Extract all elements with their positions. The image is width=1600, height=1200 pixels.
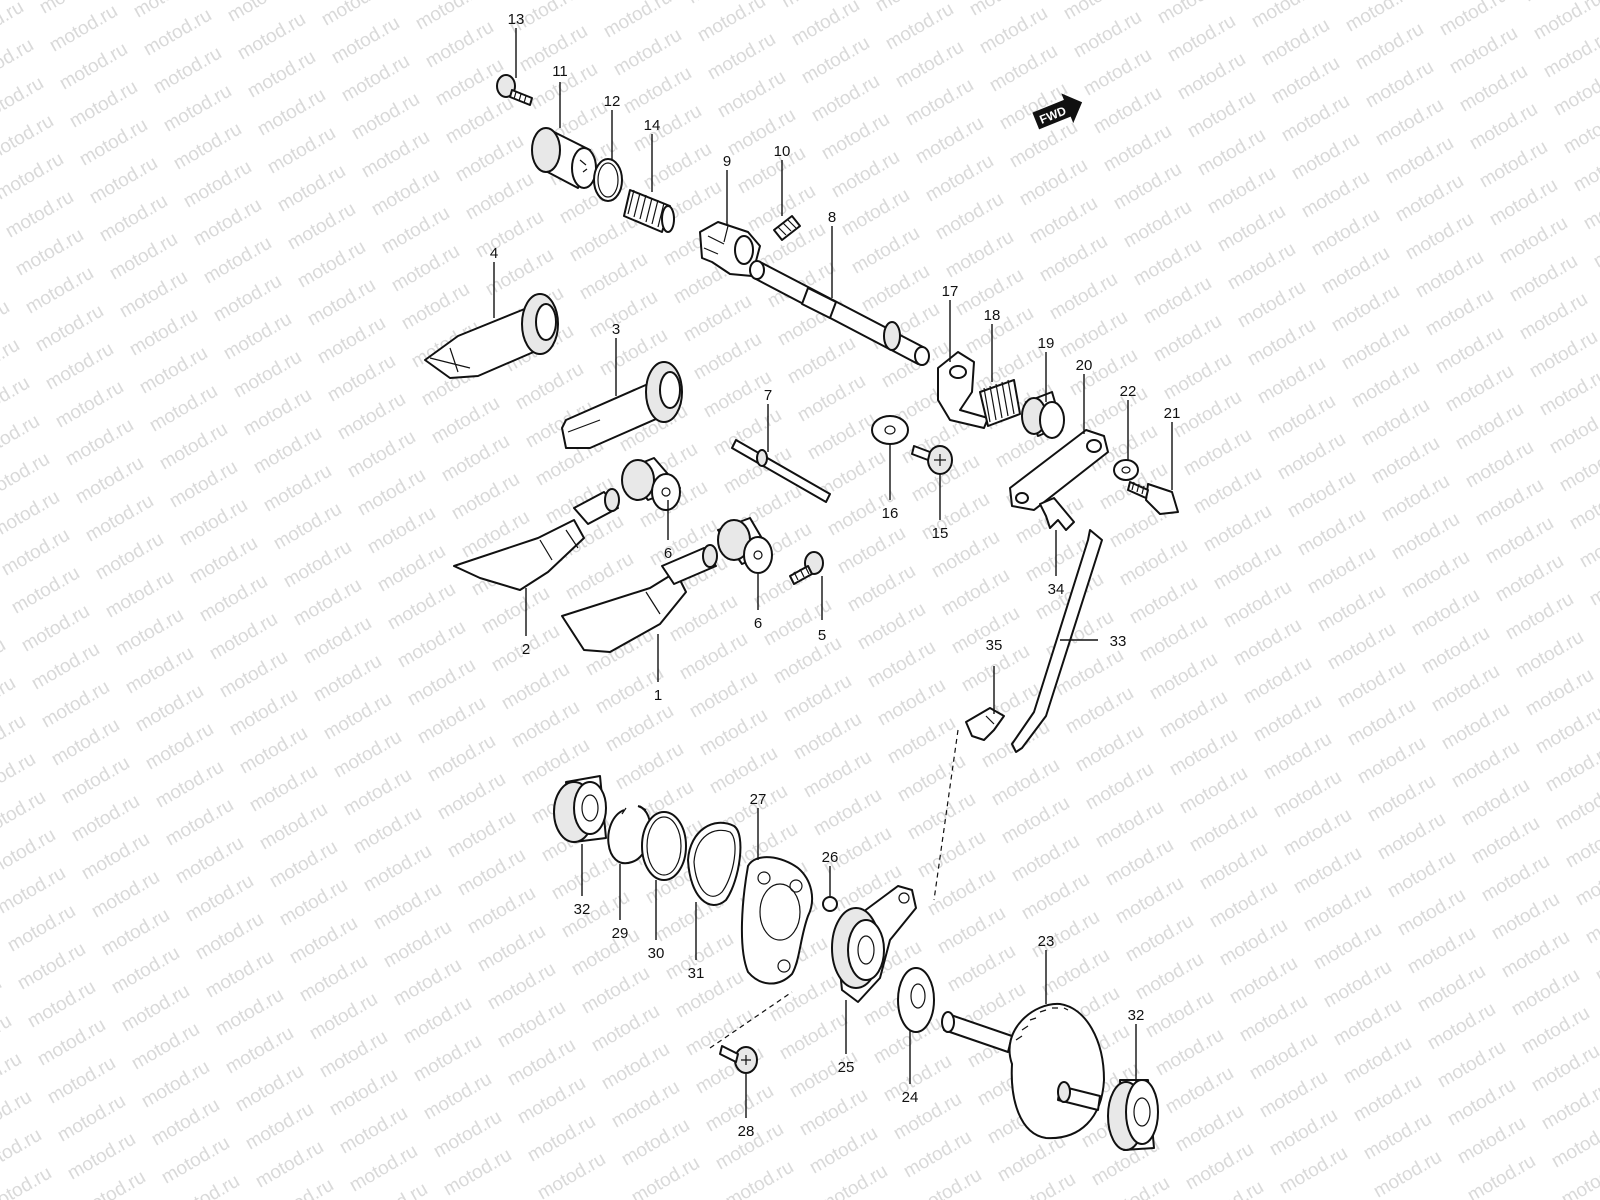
callout-c20: 20 (1076, 357, 1093, 374)
callout-c21: 21 (1164, 405, 1181, 422)
part-8-shaft (749, 260, 930, 366)
part-32-bearing-right (1107, 1079, 1159, 1151)
part-23-gear-shaft (941, 1002, 1105, 1140)
part-9-bracket (699, 221, 761, 277)
callout-c6a: 6 (664, 545, 672, 562)
part-25-cam (831, 885, 917, 1003)
part-6-collar-lower (717, 517, 773, 574)
part-15-screw (911, 445, 953, 475)
part-6-collar-upper (621, 457, 681, 511)
callout-c25: 25 (838, 1059, 855, 1076)
part-30-o-ring (641, 811, 687, 881)
callout-c31: 31 (688, 965, 705, 982)
callout-c33: 33 (1110, 633, 1127, 650)
part-33-rod (1011, 529, 1103, 753)
watermark-text: motod.ru (0, 1163, 55, 1200)
callout-c15: 15 (932, 525, 949, 542)
leader-lines (493, 28, 1173, 1118)
part-1-valve-blade (561, 544, 718, 653)
callout-c29: 29 (612, 925, 629, 942)
callout-c12: 12 (604, 93, 621, 110)
callout-c35: 35 (986, 637, 1003, 654)
callout-c24: 24 (902, 1089, 919, 1106)
callout-c2: 2 (522, 641, 530, 658)
part-27-plate (740, 856, 814, 985)
part-19-collar (1021, 391, 1065, 439)
part-2-valve-blade (453, 488, 620, 591)
part-22-washer (1113, 459, 1139, 481)
part-10-set-screw (773, 215, 801, 241)
callout-c9: 9 (723, 153, 731, 170)
callout-c17: 17 (942, 283, 959, 300)
callout-c5: 5 (818, 627, 826, 644)
callout-c28: 28 (738, 1123, 755, 1140)
part-13-bolt (496, 74, 533, 106)
part-24-washer (897, 967, 935, 1033)
assembly-line-28-27 (709, 991, 793, 1049)
part-3-valve (561, 361, 683, 449)
part-21-bolt (1127, 481, 1179, 515)
callout-c34: 34 (1048, 581, 1065, 598)
callout-c30: 30 (648, 945, 665, 962)
callout-c19: 19 (1038, 335, 1055, 352)
part-20-lever (1009, 429, 1109, 511)
part-32-bearing-left (553, 775, 607, 843)
callout-c26: 26 (822, 849, 839, 866)
callout-c3: 3 (612, 321, 620, 338)
callout-c32b: 32 (1128, 1007, 1145, 1024)
callout-c22: 22 (1120, 383, 1137, 400)
callout-c27: 27 (750, 791, 767, 808)
part-5-screw (789, 551, 824, 585)
callout-c18: 18 (984, 307, 1001, 324)
callout-c13: 13 (508, 11, 525, 28)
callout-c11: 11 (552, 63, 568, 80)
part-28-screw (719, 1045, 758, 1074)
part-34-clip (1039, 497, 1075, 531)
callout-c1: 1 (654, 687, 662, 704)
callout-c6b: 6 (754, 615, 762, 632)
callout-c32a: 32 (574, 901, 591, 918)
callout-c10: 10 (774, 143, 791, 160)
part-26-ball (822, 896, 838, 912)
callout-c4: 4 (490, 245, 498, 262)
part-35-clip (965, 707, 1005, 741)
part-12-o-ring (593, 158, 623, 202)
part-7-pin (731, 439, 831, 503)
part-18-spring (979, 379, 1021, 427)
callout-c16: 16 (882, 505, 899, 522)
part-4-valve (424, 293, 559, 379)
part-14-spring (623, 189, 675, 233)
part-31-gasket (687, 821, 742, 906)
callout-c8: 8 (828, 209, 836, 226)
part-11-cap (531, 127, 597, 189)
part-16-washer (871, 415, 909, 445)
callout-c14: 14 (644, 117, 661, 134)
callout-labels: 1311121491084371718192022211615665213433… (490, 11, 1181, 1140)
callout-c7: 7 (764, 387, 772, 404)
assembly-line-35-25 (933, 729, 959, 901)
callout-c23: 23 (1038, 933, 1055, 950)
part-17-bracket (937, 351, 989, 429)
